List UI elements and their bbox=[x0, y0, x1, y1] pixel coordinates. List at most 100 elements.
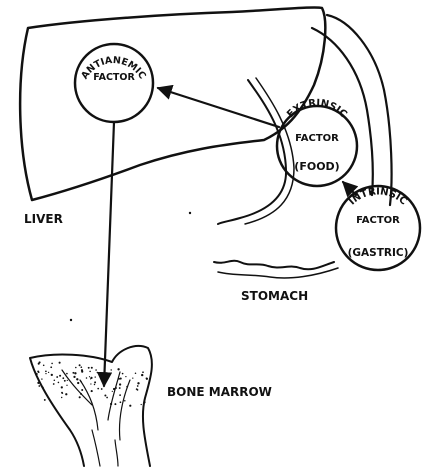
stipple-dot bbox=[114, 403, 116, 405]
stipple-dot bbox=[88, 367, 90, 369]
stipple-dot bbox=[42, 387, 44, 389]
stipple-dot bbox=[101, 379, 102, 380]
stipple-dot bbox=[50, 366, 52, 368]
stipple-dot bbox=[143, 401, 145, 403]
stipple-dot bbox=[45, 373, 46, 374]
stipple-dot bbox=[37, 371, 39, 373]
stipple-dot bbox=[104, 394, 106, 396]
stipple-dot bbox=[125, 376, 126, 377]
stipple-dot bbox=[66, 385, 67, 386]
stipple-dot bbox=[89, 376, 90, 377]
stipple-dot bbox=[80, 366, 82, 368]
stipple-dot bbox=[143, 399, 145, 401]
liver-label: LIVER bbox=[24, 212, 63, 226]
arrow-intrinsic-to-extrinsic bbox=[343, 182, 356, 195]
stipple-dot bbox=[51, 363, 53, 365]
stipple-dot bbox=[122, 373, 124, 375]
antianemic-label-line2: FACTOR bbox=[93, 72, 135, 83]
stipple-dot bbox=[45, 370, 47, 372]
arrow-extrinsic-to-antianemic bbox=[158, 88, 279, 127]
stipple-dot bbox=[44, 399, 46, 401]
stipple-dot bbox=[67, 380, 68, 381]
stomach-lesser-curvature-inner bbox=[245, 78, 294, 224]
intrinsic-label-line2: FACTOR bbox=[356, 215, 400, 226]
stomach-label: STOMACH bbox=[241, 289, 308, 303]
liver-outline bbox=[20, 7, 325, 200]
stipple-dot bbox=[66, 373, 68, 375]
stipple-dot bbox=[120, 401, 122, 403]
stipple-dot bbox=[36, 373, 38, 375]
stipple-dot bbox=[86, 377, 88, 379]
stipple-dot bbox=[111, 369, 112, 370]
stipple-dot bbox=[81, 389, 83, 391]
stray-dot bbox=[189, 212, 191, 214]
stipple-dot bbox=[129, 405, 131, 407]
stipple-dot bbox=[61, 392, 63, 394]
stipple-dot bbox=[79, 364, 81, 366]
stipple-dot bbox=[112, 391, 113, 392]
bone-marrow-label: BONE MARROW bbox=[167, 385, 272, 399]
arrow-antianemic-to-bone-marrow bbox=[104, 122, 114, 386]
stipple-dot bbox=[72, 372, 74, 374]
stipple-dot bbox=[97, 388, 99, 390]
stipple-dot bbox=[97, 372, 98, 373]
stray-dot bbox=[70, 319, 72, 321]
stipple-dot bbox=[119, 383, 121, 385]
stipple-dot bbox=[141, 374, 143, 376]
stipple-dot bbox=[135, 372, 137, 374]
stipple-dot bbox=[53, 383, 55, 385]
stipple-dot bbox=[73, 376, 75, 378]
stipple-dot bbox=[146, 378, 148, 380]
stipple-dot bbox=[48, 372, 49, 373]
extrinsic-label-line1: EXTRINSIC bbox=[285, 98, 349, 120]
stipple-dot bbox=[61, 397, 62, 398]
stomach-greater-curvature bbox=[214, 261, 334, 270]
stipple-dot bbox=[79, 396, 81, 398]
stipple-dot bbox=[137, 389, 139, 391]
stipple-dot bbox=[81, 371, 83, 373]
stipple-dot bbox=[95, 369, 97, 371]
intrinsic-label-line1: INTRINSIC bbox=[347, 186, 409, 207]
stipple-dot bbox=[91, 367, 93, 369]
stipple-dot bbox=[117, 368, 119, 370]
extrinsic-source-label: (FOOD) bbox=[294, 160, 339, 173]
stipple-dot bbox=[65, 393, 67, 395]
bone-outline bbox=[30, 346, 152, 466]
stipple-dot bbox=[141, 404, 142, 405]
extrinsic-label-line2: FACTOR bbox=[295, 133, 339, 144]
extrinsic-factor-circle bbox=[277, 106, 357, 186]
stipple-dot bbox=[142, 371, 144, 373]
intrinsic-source-label: (GASTRIC) bbox=[348, 247, 409, 259]
stipple-dot bbox=[54, 379, 56, 381]
stipple-dot bbox=[64, 380, 66, 382]
stipple-dot bbox=[95, 376, 96, 377]
stipple-dot bbox=[94, 381, 96, 383]
stipple-dot bbox=[61, 386, 63, 388]
stipple-dot bbox=[89, 371, 91, 373]
stipple-dot bbox=[90, 383, 91, 384]
stipple-dot bbox=[74, 372, 76, 374]
stipple-dot bbox=[75, 367, 77, 369]
stipple-dot bbox=[51, 374, 53, 376]
stipple-dot bbox=[43, 365, 45, 367]
stipple-dot bbox=[37, 382, 39, 384]
stipple-dot bbox=[119, 394, 121, 396]
stipple-dot bbox=[137, 382, 139, 384]
stipple-dot bbox=[59, 375, 61, 377]
stipple-dot bbox=[119, 387, 121, 389]
stipple-dot bbox=[77, 382, 79, 384]
stipple-dot bbox=[59, 362, 61, 364]
stipple-dot bbox=[94, 384, 95, 385]
stipple-dot bbox=[106, 397, 108, 399]
stipple-dot bbox=[41, 378, 42, 379]
stipple-dot bbox=[90, 378, 91, 379]
stipple-dot bbox=[56, 376, 58, 378]
stipple-dot bbox=[132, 377, 133, 378]
stipple-dot bbox=[58, 382, 60, 384]
stipple-dot bbox=[76, 378, 78, 380]
stipple-dot bbox=[39, 361, 41, 363]
stipple-dot bbox=[101, 388, 103, 390]
stomach-greater-curvature-inner bbox=[218, 268, 338, 278]
stipple-dot bbox=[38, 385, 40, 387]
stipple-dot bbox=[62, 377, 64, 379]
